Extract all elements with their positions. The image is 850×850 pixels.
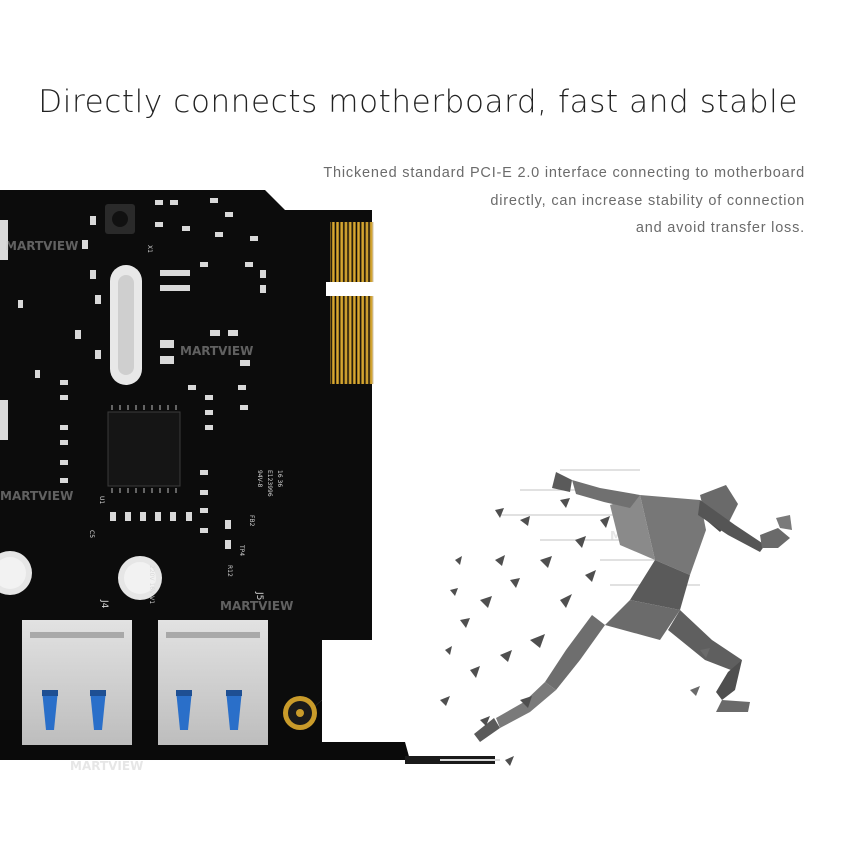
- watermark-1: MARTVIEW: [5, 239, 78, 253]
- smd-components: [0, 198, 266, 549]
- watermark-2: MARTVIEW: [180, 344, 253, 358]
- ref-x1: X1: [146, 245, 153, 253]
- runner-body: [474, 472, 792, 742]
- port-label-j5: J5: [254, 591, 264, 600]
- capacitor-right: 220V 16V V1: [118, 556, 162, 604]
- pcb-code-3: 16 36: [276, 470, 283, 487]
- shatter-fragments: [440, 498, 710, 766]
- capacitor-label: 220V 16V V1: [148, 565, 155, 604]
- ref-fb2: FB2: [248, 515, 255, 527]
- watermark-5: MARTVIEW: [70, 759, 143, 773]
- ref-u1: U1: [98, 496, 105, 504]
- usb-port-1: [22, 620, 132, 745]
- ref-c5: C5: [88, 530, 95, 538]
- pcb-board: [0, 190, 372, 720]
- ref-r12: R12: [226, 565, 233, 577]
- description: Thickened standard PCI-E 2.0 interface c…: [245, 160, 805, 243]
- watermark-4: MARTVIEW: [220, 599, 293, 613]
- watermark-3: MARTVIEW: [0, 489, 73, 503]
- pcb-code-1: 94V-8: [256, 470, 263, 488]
- headline: Directly connects motherboard, fast and …: [38, 84, 798, 120]
- usb-port-2: [158, 620, 268, 745]
- description-line-3: and avoid transfer loss.: [635, 220, 805, 236]
- power-connector: [283, 696, 317, 730]
- port-label-j4: J4: [99, 599, 109, 609]
- capacitor-left: [0, 551, 32, 595]
- pci-e-gold-fingers: [326, 222, 374, 384]
- ref-tp4: TP4: [238, 544, 245, 556]
- description-line-1: Thickened standard PCI-E 2.0 interface c…: [323, 165, 805, 181]
- description-line-2: directly, can increase stability of conn…: [490, 192, 805, 209]
- usb-controller-chip: [107, 405, 181, 493]
- crystal-oscillator: [110, 265, 142, 385]
- pcb-code-2: E123996: [266, 470, 273, 497]
